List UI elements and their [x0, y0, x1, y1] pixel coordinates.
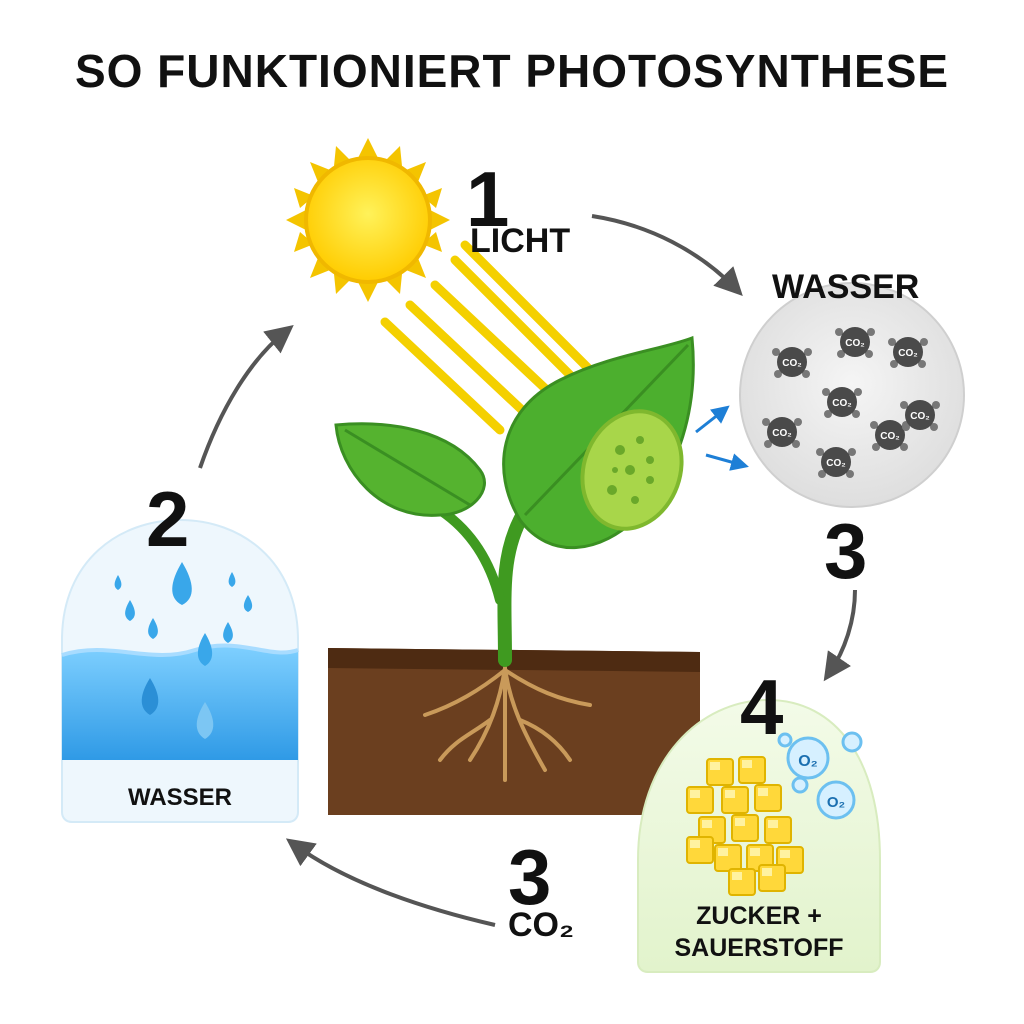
co2-molecule-icon: CO₂	[822, 387, 862, 418]
oxygen-bubble-icon	[777, 731, 863, 820]
co2-molecule-label: CO₂	[826, 458, 845, 469]
o2-label-2: O₂	[827, 794, 845, 811]
co2-molecule-label: CO₂	[832, 398, 851, 409]
step-2-number: 2	[146, 475, 190, 563]
step-4-number: 4	[740, 663, 784, 751]
co2-molecule-icon: CO₂	[816, 447, 856, 478]
cycle-arrow-co2-to-water	[285, 838, 496, 927]
co2-molecule-icon: CO₂	[835, 327, 875, 358]
page-title: SO FUNKTIONIERT PHOTOSYNTHESE	[74, 45, 950, 97]
co2-molecule-group: CO₂ CO₂ CO₂ CO₂ CO₂ CO₂ CO₂ CO₂	[762, 327, 940, 478]
sugar-cube-icon	[686, 756, 804, 896]
step-4-label: ZUCKER + SAUERSTOFF	[638, 900, 880, 964]
co2-molecule-label: CO₂	[898, 348, 917, 359]
o2-label-1: O₂	[798, 753, 818, 770]
sugar-oxygen-panel: O₂ O₂	[637, 698, 881, 973]
co2-molecule-icon: CO₂	[900, 400, 940, 431]
co2-molecule-icon: CO₂	[762, 417, 802, 448]
wasser-top-label: WASSER	[772, 268, 920, 306]
soil-block	[328, 648, 700, 815]
co2-molecule-icon: CO₂	[772, 347, 812, 378]
step-1-label: LICHT	[470, 222, 571, 260]
co2-molecule-label: CO₂	[845, 338, 864, 349]
cycle-arrow-1-to-top-right	[591, 214, 743, 297]
step-4-label-line2: SAUERSTOFF	[674, 934, 844, 962]
cycle-arrow-3-to-4	[823, 589, 857, 682]
plant-roots	[423, 666, 592, 782]
step-3-number-right: 3	[824, 507, 868, 595]
co2-molecule-label: CO₂	[782, 358, 801, 369]
co2-molecule-icon: CO₂	[888, 337, 928, 368]
step-2-label: WASSER	[127, 784, 232, 811]
plant-icon	[334, 335, 695, 667]
co2-molecule-label: CO₂	[910, 411, 929, 422]
cycle-arrow-2-to-sun	[198, 324, 294, 469]
co2-molecule-label: CO₂	[772, 428, 791, 439]
water-drop-icon	[114, 562, 253, 739]
sun-icon	[286, 138, 450, 302]
water-panel	[61, 518, 299, 823]
step-1-number: 1	[466, 155, 510, 243]
step-4-label-line1: ZUCKER +	[696, 902, 822, 930]
step-3-label-co2: CO₂	[508, 906, 575, 944]
step-3-number-bottom: 3	[508, 833, 552, 921]
co2-molecule-label: CO₂	[880, 431, 899, 442]
